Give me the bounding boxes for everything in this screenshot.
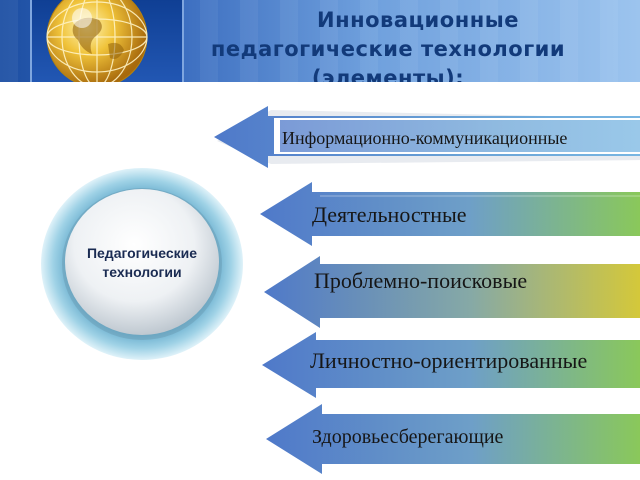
arrow-label-3: Проблемно-поисковые bbox=[314, 268, 528, 293]
arrow-item-4: Личностно-ориентированные bbox=[262, 332, 640, 398]
arrow-label-1: Информационно-коммуникационные bbox=[282, 128, 568, 148]
arrow-item-5: Здоровьесберегающие bbox=[266, 404, 640, 474]
slide-title: Инновационные педагогические технологии … bbox=[178, 6, 598, 88]
globe-icon bbox=[46, 0, 148, 88]
arrow-shape-3 bbox=[264, 256, 640, 328]
circle-graphic bbox=[41, 168, 243, 360]
arrow-item-2: Деятельностные bbox=[260, 182, 640, 246]
arrow-item-3: Проблемно-поисковые bbox=[264, 256, 640, 328]
arrow-shape-5 bbox=[266, 404, 640, 474]
header-divider bbox=[0, 82, 640, 88]
title-line-2: педагогические технологии bbox=[210, 37, 566, 61]
center-circle: Педагогические технологии bbox=[40, 166, 244, 362]
center-label-line-2: технологии bbox=[102, 264, 182, 280]
arrow-shape-2 bbox=[260, 182, 640, 246]
arrow-item-1: Информационно-коммуникационные bbox=[214, 106, 640, 168]
arrow-shape-1 bbox=[214, 106, 640, 168]
arrow-shape-4 bbox=[262, 332, 640, 398]
header-banner: Инновационные педагогические технологии … bbox=[0, 0, 640, 88]
center-label-line-1: Педагогические bbox=[86, 245, 198, 261]
title-line-1: Инновационные bbox=[317, 8, 519, 32]
center-label: Педагогические технологии bbox=[76, 244, 208, 282]
arrow-label-2: Деятельностные bbox=[312, 202, 467, 227]
arrow-label-5: Здоровьесберегающие bbox=[312, 426, 504, 448]
arrow-label-4: Личностно-ориентированные bbox=[310, 348, 588, 373]
